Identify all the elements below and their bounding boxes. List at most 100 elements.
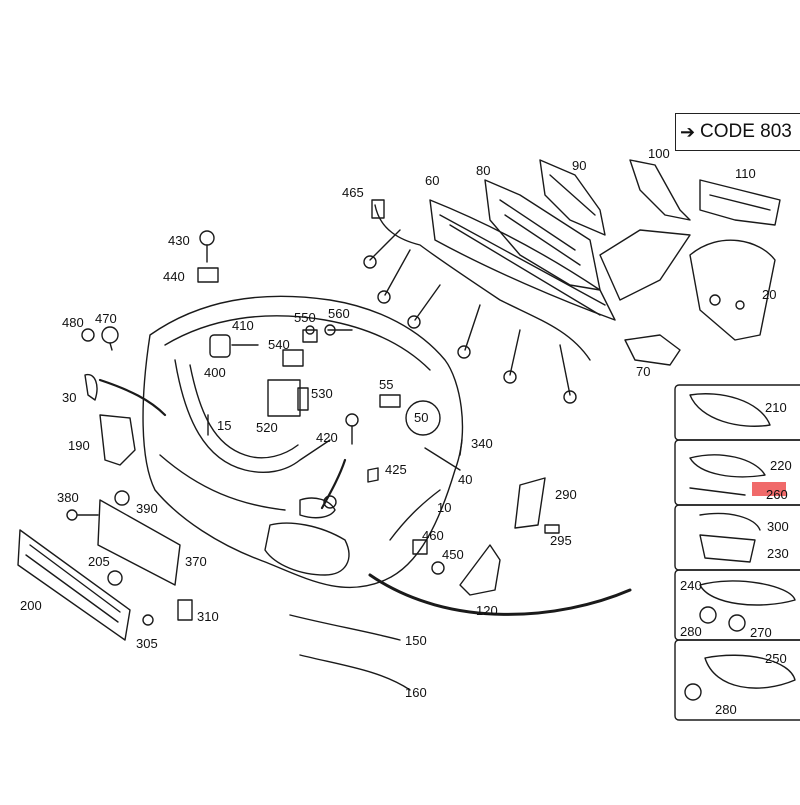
ring-270 (728, 614, 746, 632)
part-label-p280a: 280 (680, 624, 702, 639)
part-label-p430: 430 (168, 233, 190, 248)
grommet-390 (114, 490, 130, 506)
bracket-30 (84, 373, 98, 401)
part-label-p540: 540 (268, 337, 290, 352)
part-label-p20: 20 (762, 287, 776, 302)
part-label-p530: 530 (311, 386, 333, 401)
part-label-p295: 295 (550, 533, 572, 548)
grille-220 (689, 454, 766, 478)
bolt-305 (142, 614, 154, 626)
part-label-p60: 60 (425, 173, 439, 188)
bolt-420 (345, 413, 359, 445)
part-label-p30: 30 (62, 390, 76, 405)
clip-55 (379, 394, 401, 408)
part-label-p470: 470 (95, 311, 117, 326)
fastener-205 (107, 570, 123, 586)
part-label-p465: 465 (342, 185, 364, 200)
part-label-p210: 210 (765, 400, 787, 415)
carrier-80 (484, 179, 601, 291)
bracket-120 (459, 544, 501, 596)
part-label-p90: 90 (572, 158, 586, 173)
sensor-470 (101, 326, 119, 351)
part-label-p70: 70 (636, 364, 650, 379)
clip-295 (544, 524, 560, 534)
clip-550 (302, 329, 318, 343)
module-540 (282, 349, 304, 367)
part-label-p400: 400 (204, 365, 226, 380)
part-label-p460: 460 (422, 528, 444, 543)
ring-280b (684, 683, 702, 701)
part-label-p110: 110 (735, 166, 756, 181)
part-label-p280b: 280 (715, 702, 737, 717)
part-label-p260: 260 (766, 487, 788, 502)
bolt-380 (66, 509, 99, 521)
part-label-p560: 560 (328, 306, 350, 321)
part-label-p80: 80 (476, 163, 490, 178)
control-unit-520 (267, 379, 301, 417)
fog-grille-250 (704, 654, 796, 689)
part-label-p250: 250 (765, 651, 787, 666)
part-label-p450: 450 (442, 547, 464, 562)
part-label-p200: 200 (20, 598, 42, 613)
bracket-90 (539, 159, 606, 236)
part-label-p300: 300 (767, 519, 789, 534)
part-label-p120: 120 (476, 603, 498, 618)
side-bracket-190 (99, 414, 136, 466)
grille-230 (699, 534, 756, 563)
part-label-p425: 425 (385, 462, 407, 477)
fog-bezel-240 (699, 580, 796, 606)
part-label-p100: 100 (648, 146, 670, 161)
part-label-p290: 290 (555, 487, 577, 502)
part-label-p370: 370 (185, 554, 207, 569)
bracket-70 (624, 334, 681, 366)
part-label-p390: 390 (136, 501, 158, 516)
trim-strip-150 (289, 614, 401, 641)
part-label-p440: 440 (163, 269, 185, 284)
part-label-p380: 380 (57, 490, 79, 505)
clip-460 (412, 539, 428, 555)
part-label-p10: 10 (437, 500, 451, 515)
part-label-p190: 190 (68, 438, 90, 453)
sensor-50-callout (405, 400, 441, 436)
part-label-p305: 305 (136, 636, 158, 651)
grommet-480 (81, 328, 95, 342)
arrow-right-icon: ➔ (680, 122, 696, 142)
wiring-harness-465 (363, 199, 591, 404)
inset-panels (674, 384, 800, 721)
code-803-box: ➔ CODE 803 (675, 113, 800, 151)
clip-425 (367, 467, 379, 483)
part-label-p520: 520 (256, 420, 278, 435)
absorber-110 (699, 179, 781, 226)
part-label-p55: 55 (379, 377, 393, 392)
strip-260 (689, 487, 746, 496)
part-label-p160: 160 (405, 685, 427, 700)
part-label-p480: 480 (62, 315, 84, 330)
highlight-260 (752, 482, 786, 496)
strip-40 (424, 447, 461, 471)
bolt-430 (199, 230, 215, 263)
part-label-p220: 220 (770, 458, 792, 473)
cross-member (599, 229, 691, 301)
code-label: CODE 803 (700, 121, 792, 142)
part-label-p310: 310 (197, 609, 219, 624)
part-label-p230: 230 (767, 546, 789, 561)
part-label-p150: 150 (405, 633, 427, 648)
part-label-p550: 550 (294, 310, 316, 325)
part-label-p340: 340 (471, 436, 493, 451)
bracket-530 (297, 387, 309, 411)
bolt-560 (324, 324, 353, 336)
sensor-400 (209, 334, 231, 358)
clip-440 (197, 267, 219, 283)
ring-280a (699, 606, 717, 624)
part-label-p420: 420 (316, 430, 338, 445)
plate-bracket-370 (97, 499, 181, 586)
part-label-p205: 205 (88, 554, 110, 569)
part-label-p15: 15 (217, 418, 231, 433)
grille-290 (514, 477, 546, 529)
bumper-cover-10 (142, 295, 464, 589)
grille-300 (699, 512, 761, 531)
side-bracket-20 (689, 239, 776, 341)
part-label-p270: 270 (750, 625, 772, 640)
